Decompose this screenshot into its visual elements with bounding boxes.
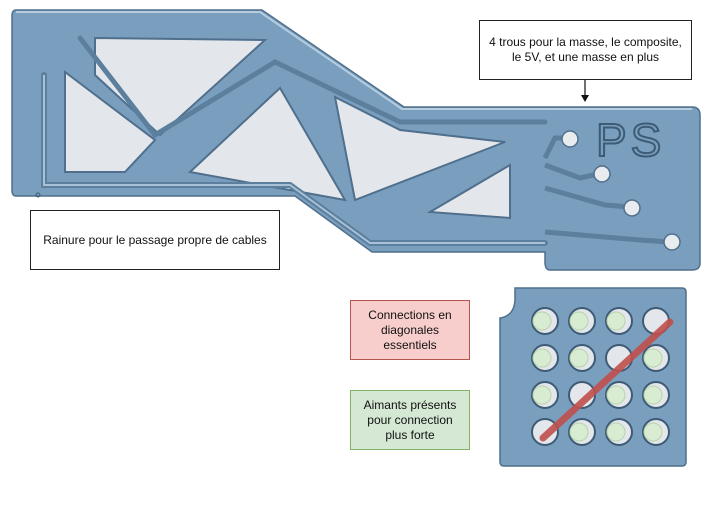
- magnet-dot: [606, 422, 626, 442]
- magnet-dot: [606, 385, 626, 405]
- pocket-left: [64, 69, 157, 173]
- magnet-dot: [643, 385, 663, 405]
- holes-arrow: [581, 80, 589, 102]
- magnet-dot: [569, 422, 589, 442]
- lattice-groove: [77, 35, 548, 139]
- annotation-groove: Rainure pour le passage propre de cables: [30, 210, 280, 270]
- bracket-bevel: [16, 11, 692, 110]
- annotation-magnets: Aimants présents pour connection plus fo…: [350, 390, 470, 450]
- magnet-dot: [643, 422, 663, 442]
- pocket-bottom: [426, 163, 511, 220]
- magnet-grid: [531, 307, 670, 446]
- hole-composite: [593, 165, 611, 183]
- magnet-dot: [643, 348, 663, 368]
- hole-5v: [623, 199, 641, 217]
- connector-holes: [561, 130, 681, 251]
- magnet-dot: [569, 348, 589, 368]
- ps-logo: PS: [596, 114, 665, 166]
- magnet-dot: [569, 311, 589, 331]
- hole-ground: [561, 130, 579, 148]
- magnet-dot: [532, 311, 552, 331]
- corner-marker: [35, 192, 41, 198]
- annotation-holes: 4 trous pour la masse, le composite, le …: [479, 20, 692, 80]
- hole-channels: [542, 135, 671, 245]
- magnet-dot: [606, 311, 626, 331]
- magnet-dot: [532, 385, 552, 405]
- pocket-right: [333, 95, 506, 202]
- diagonal-cross-line: [539, 318, 674, 442]
- hole-extra-ground: [663, 233, 681, 251]
- annotation-diagonal: Connections en diagonales essentiels: [350, 300, 470, 360]
- magnet-dot: [532, 348, 552, 368]
